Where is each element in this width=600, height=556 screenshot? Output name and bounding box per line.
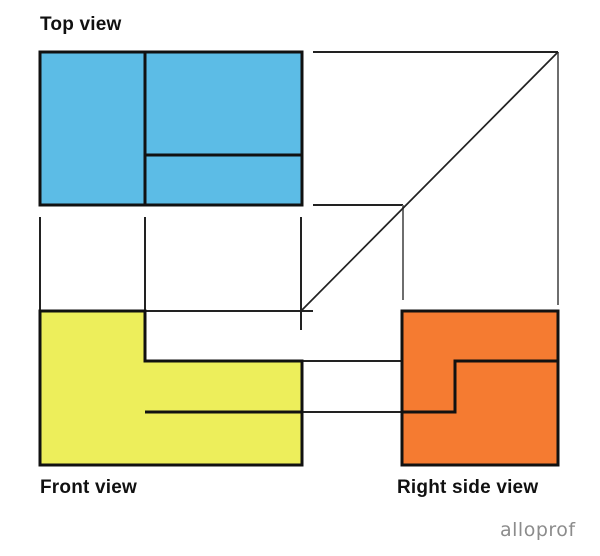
right-side-view-outline — [400, 309, 560, 467]
right-side-view-shape — [400, 309, 560, 467]
top-view-outline — [38, 50, 304, 207]
projection-lines-grey-group — [402, 52, 559, 305]
top-view-label: Top view — [40, 14, 122, 35]
alloprof-watermark: alloprof — [500, 519, 576, 541]
right-side-view-label: Right side view — [397, 477, 539, 498]
front-view-shape — [38, 309, 304, 467]
right-side-view-step-lines — [402, 359, 558, 414]
front-view-outline — [38, 309, 304, 467]
front-view-label: Front view — [40, 477, 138, 498]
projection-lines-group — [39, 51, 558, 413]
miter-45-degree-line — [300, 51, 559, 312]
top-view-shape — [38, 50, 304, 207]
